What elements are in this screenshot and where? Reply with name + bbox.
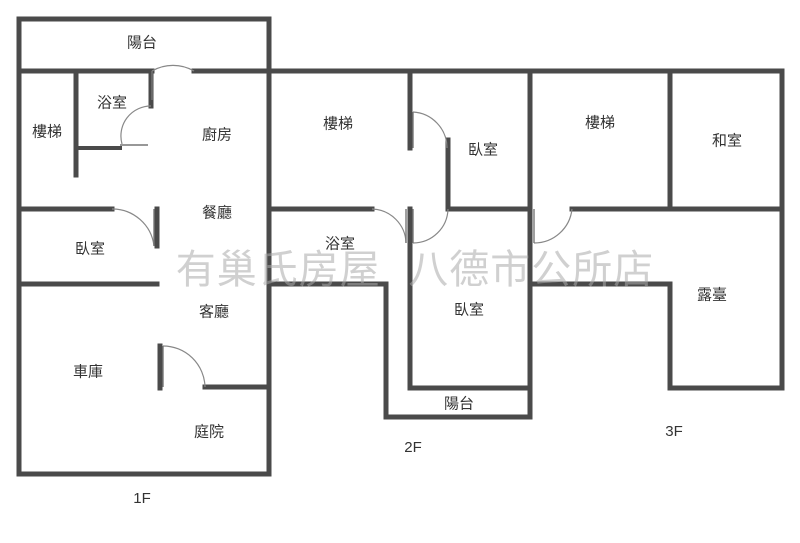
floor-2f-doors [371,111,449,244]
2f-lower-bedroom-door-arc [412,208,449,244]
3f-terrace-door-arc [533,208,573,244]
room-label-3f-terrace: 露臺 [697,286,727,304]
room-label-2f-bedroom-lower: 臥室 [454,301,484,319]
room-label-2f-bedroom-upper: 臥室 [468,141,498,159]
floor-3f-walls [527,68,785,391]
floor-1f-doors [111,64,206,388]
room-label-1f-kitchen: 廚房 [202,126,232,144]
floor-label-3f: 3F [665,423,683,440]
1f-courtyard-door-arc [162,345,206,388]
1f-outer-wall [16,16,272,477]
floor-1f-walls [16,16,272,477]
room-label-1f-stairs: 樓梯 [32,123,62,141]
room-label-1f-dining: 餐廳 [202,204,232,222]
room-label-1f-balcony: 陽台 [127,34,157,52]
1f-kitchen-door-arc [151,64,195,72]
floor-label-1f: 1F [133,490,151,507]
room-label-2f-bathroom: 浴室 [325,235,355,253]
room-label-1f-living: 客廳 [199,303,229,321]
watermark-text: 有巢氏房屋 八德市公所店 [176,247,654,293]
room-label-1f-garage: 車庫 [73,363,103,381]
room-label-2f-stairs: 樓梯 [323,115,353,133]
floor-2f-walls [266,68,533,420]
room-label-1f-courtyard: 庭院 [194,423,224,441]
room-label-1f-bathroom: 浴室 [97,94,127,112]
1f-bedroom-door-arc [111,208,155,247]
room-label-1f-bedroom: 臥室 [75,240,105,258]
room-label-3f-japanese-room: 和室 [712,132,742,150]
room-label-2f-balcony: 陽台 [444,395,474,413]
2f-bedroom-door-arc [412,111,448,149]
2f-bath-door-arc [371,208,407,244]
room-label-3f-stairs: 樓梯 [585,114,615,132]
1f-bath-door-arc [120,105,152,145]
floor-3f-doors [533,208,573,244]
floor-label-2f: 2F [404,439,422,456]
